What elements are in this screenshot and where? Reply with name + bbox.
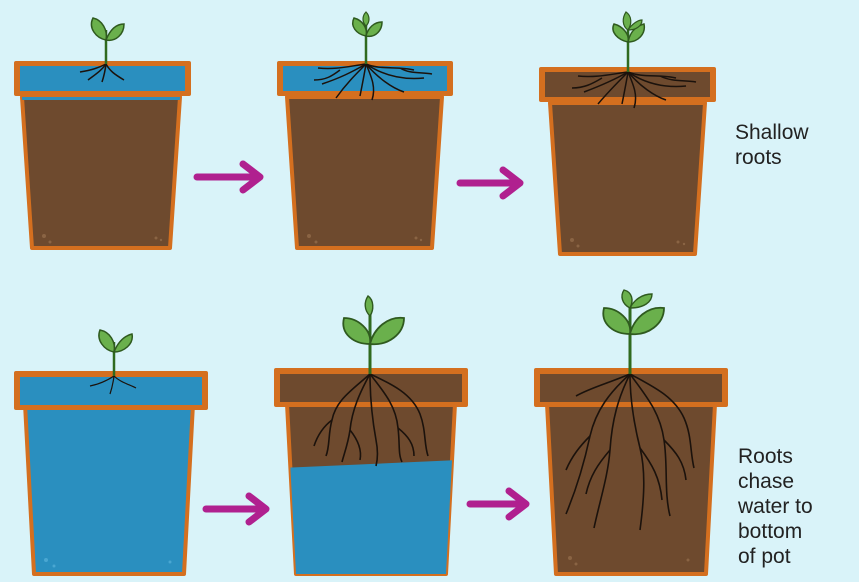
water-layer — [22, 97, 182, 100]
pot-top-1 — [14, 18, 191, 248]
seedling-icon — [343, 296, 404, 374]
pot-body — [546, 385, 716, 574]
seedling-icon — [99, 330, 132, 376]
pot-body — [22, 97, 180, 248]
seedling-icon — [613, 12, 644, 72]
right-arrow-icon — [197, 164, 260, 190]
right-arrow-icon — [206, 496, 266, 522]
pot-body — [287, 97, 442, 248]
caption-shallow-roots: Shallow roots — [735, 120, 809, 170]
pot-bottom-1 — [14, 330, 208, 574]
right-arrow-icon — [460, 170, 520, 196]
right-arrow-icon — [470, 491, 526, 517]
pot-body — [24, 385, 194, 574]
water-layer — [280, 460, 460, 580]
seedling-icon — [603, 290, 664, 374]
pot-body — [550, 103, 705, 254]
seedling-icon — [353, 12, 382, 64]
pot-top-3 — [539, 12, 716, 254]
seedling-icon — [91, 18, 124, 64]
pot-bottom-3 — [534, 290, 728, 574]
caption-roots-chase-water: Roots chase water to bottom of pot — [738, 444, 813, 569]
pot-bottom-2 — [274, 296, 468, 580]
pot-top-2 — [277, 12, 453, 248]
